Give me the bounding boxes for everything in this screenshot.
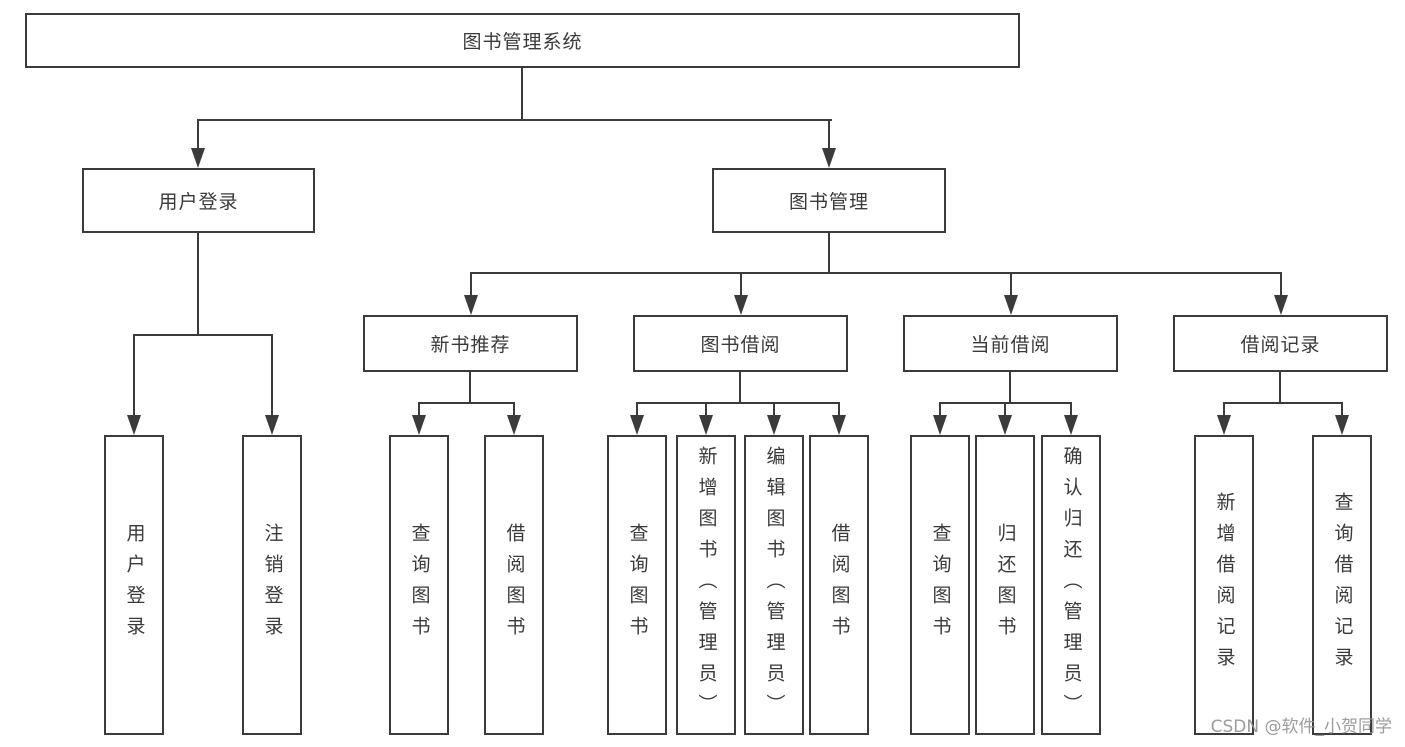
connector-line <box>1223 402 1225 415</box>
node-current-borrow-label: 当前借阅 <box>970 334 1051 356</box>
leaf-borrow-borrow-books-label: 借阅图书 <box>828 523 851 647</box>
arrow-down-icon <box>1064 415 1078 435</box>
arrow-down-icon <box>464 295 478 315</box>
connector-line <box>828 119 830 149</box>
leaf-current-return-books-label: 归还图书 <box>994 523 1017 647</box>
connector-line <box>1223 402 1343 404</box>
node-borrow-records-label: 借阅记录 <box>1240 334 1321 356</box>
arrow-down-icon <box>734 295 748 315</box>
leaf-newbook-borrow-books-label: 借阅图书 <box>503 523 526 647</box>
node-root-label: 图书管理系统 <box>462 31 583 53</box>
connector-line <box>469 372 471 404</box>
node-borrow-records: 借阅记录 <box>1173 315 1388 372</box>
leaf-borrow-add-books-admin: 新增图书（管理员） <box>676 435 736 735</box>
connector-line <box>1004 402 1006 415</box>
arrow-down-icon <box>998 415 1012 435</box>
connector-line <box>1279 372 1281 404</box>
connector-line <box>838 402 840 415</box>
leaf-records-add-record: 新增借阅记录 <box>1194 435 1254 735</box>
connector-line <box>418 402 420 415</box>
leaf-borrow-query-books-label: 查询图书 <box>626 523 649 647</box>
leaf-current-return-books: 归还图书 <box>975 435 1035 735</box>
node-new-book-recommend: 新书推荐 <box>363 315 578 372</box>
leaf-newbook-borrow-books: 借阅图书 <box>484 435 544 735</box>
leaf-newbook-query-books-label: 查询图书 <box>408 523 431 647</box>
leaf-records-add-record-label: 新增借阅记录 <box>1213 492 1236 678</box>
arrow-down-icon <box>630 415 644 435</box>
connector-line <box>773 402 775 415</box>
arrow-down-icon <box>1335 415 1349 435</box>
leaf-borrow-edit-books-admin-label: 编辑图书（管理员） <box>763 445 786 725</box>
node-user-login: 用户登录 <box>82 168 315 233</box>
connector-line <box>1280 272 1282 295</box>
leaf-records-query-record-label: 查询借阅记录 <box>1331 492 1354 678</box>
node-book-management-label: 图书管理 <box>788 191 869 213</box>
node-book-borrow-label: 图书借阅 <box>700 334 781 356</box>
leaf-current-confirm-return-admin-label: 确认归还（管理员） <box>1060 445 1083 725</box>
arrow-down-icon <box>507 415 521 435</box>
arrow-down-icon <box>933 415 947 435</box>
arrow-down-icon <box>699 415 713 435</box>
leaf-user-login: 用户登录 <box>104 435 164 735</box>
arrow-down-icon <box>127 415 141 435</box>
leaf-borrow-add-books-admin-label: 新增图书（管理员） <box>695 445 718 725</box>
connector-line <box>705 402 707 415</box>
node-book-management: 图书管理 <box>712 168 946 233</box>
node-book-borrow: 图书借阅 <box>633 315 848 372</box>
connector-line <box>133 334 135 415</box>
connector-line <box>198 119 832 121</box>
leaf-current-confirm-return-admin: 确认归还（管理员） <box>1041 435 1101 735</box>
leaf-records-query-record: 查询借阅记录 <box>1312 435 1372 735</box>
leaf-user-login-label: 用户登录 <box>123 523 146 647</box>
leaf-borrow-query-books: 查询图书 <box>607 435 667 735</box>
connector-line <box>636 402 840 404</box>
leaf-borrow-borrow-books: 借阅图书 <box>809 435 869 735</box>
connector-line <box>513 402 515 415</box>
connector-line <box>271 334 273 415</box>
csdn-watermark: CSDN @软件_小贺同学 <box>1210 717 1392 737</box>
arrow-down-icon <box>191 148 205 168</box>
connector-line <box>470 272 1282 274</box>
connector-line <box>1070 402 1072 415</box>
node-root: 图书管理系统 <box>25 13 1020 68</box>
connector-line <box>740 272 742 295</box>
node-new-book-recommend-label: 新书推荐 <box>430 334 511 356</box>
connector-line <box>418 402 515 404</box>
arrow-down-icon <box>1274 295 1288 315</box>
arrow-down-icon <box>767 415 781 435</box>
leaf-newbook-query-books: 查询图书 <box>389 435 449 735</box>
leaf-logout-label: 注销登录 <box>261 523 284 647</box>
arrow-down-icon <box>1004 295 1018 315</box>
node-current-borrow: 当前借阅 <box>903 315 1118 372</box>
leaf-logout: 注销登录 <box>242 435 302 735</box>
connector-line <box>1009 372 1011 404</box>
node-user-login-label: 用户登录 <box>158 191 239 213</box>
arrow-down-icon <box>265 415 279 435</box>
connector-line <box>521 68 523 121</box>
connector-line <box>197 119 199 149</box>
arrow-down-icon <box>832 415 846 435</box>
connector-line <box>1341 402 1343 415</box>
connector-line <box>739 372 741 404</box>
arrow-down-icon <box>822 148 836 168</box>
connector-line <box>828 233 830 274</box>
connector-line <box>470 272 472 295</box>
connector-line <box>1010 272 1012 295</box>
connector-line <box>939 402 941 415</box>
connector-line <box>133 334 273 336</box>
arrow-down-icon <box>412 415 426 435</box>
arrow-down-icon <box>1217 415 1231 435</box>
connector-line <box>197 233 199 336</box>
leaf-current-query-books-label: 查询图书 <box>929 523 952 647</box>
connector-line <box>636 402 638 415</box>
leaf-current-query-books: 查询图书 <box>910 435 970 735</box>
leaf-borrow-edit-books-admin: 编辑图书（管理员） <box>744 435 804 735</box>
